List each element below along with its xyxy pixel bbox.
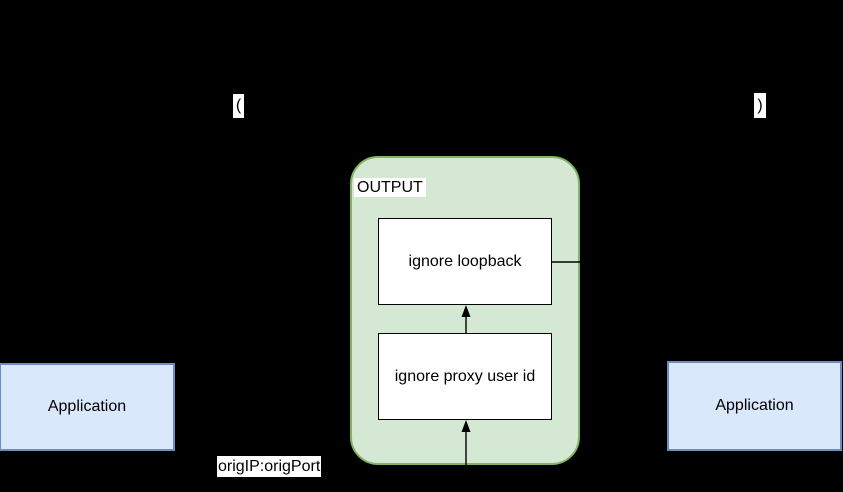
arrow-loopback-to-application (552, 261, 755, 356)
node-ignore-proxy-user-id: ignore proxy user id (378, 333, 552, 420)
application-box-right-label: Application (715, 397, 794, 414)
node-ignore-loopback: ignore loopback (378, 218, 552, 305)
application-box-left-label: Application (47, 398, 127, 415)
node-ignore-proxy-user-id-label: ignore proxy user id (394, 367, 536, 385)
edge-label-orig-addr: origIP:origPort (217, 456, 322, 477)
edge-label-paren-close: ) (754, 93, 766, 118)
node-ignore-loopback-label: ignore loopback (408, 252, 522, 270)
edge-label-paren-open: ( (233, 94, 244, 118)
application-box-left: Application (0, 363, 175, 451)
application-box-right: Application (667, 361, 842, 451)
output-chain-title: OUTPUT (354, 178, 426, 197)
arrowhead-into-application (749, 349, 759, 361)
